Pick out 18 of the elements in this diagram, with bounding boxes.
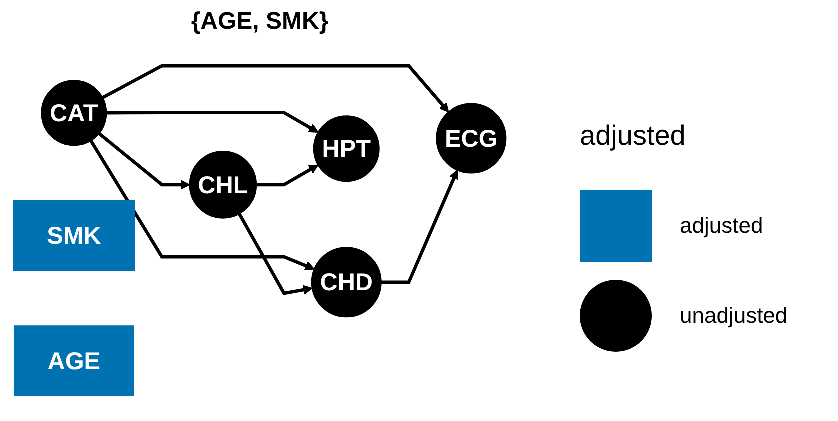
node-box: SMK <box>13 200 136 271</box>
arrow <box>98 132 190 190</box>
node-box: AGE <box>14 325 134 396</box>
arrow <box>238 212 313 295</box>
adjustment-set-label: {AGE, SMK} <box>191 8 329 36</box>
arrow <box>102 64 450 112</box>
node-circle: CAT <box>41 80 108 146</box>
node-circle: CHD <box>311 246 382 318</box>
arrow <box>381 169 459 284</box>
legend-title: adjusted <box>580 120 686 152</box>
legend-text: unadjusted <box>680 303 788 329</box>
node-circle: ECG <box>436 102 507 174</box>
node-circle: HPT <box>313 115 380 182</box>
arrow <box>90 140 315 270</box>
arrow <box>256 164 319 186</box>
legend-text: adjusted <box>680 213 764 239</box>
node-circle: CHL <box>189 150 258 218</box>
arrow <box>106 110 319 132</box>
